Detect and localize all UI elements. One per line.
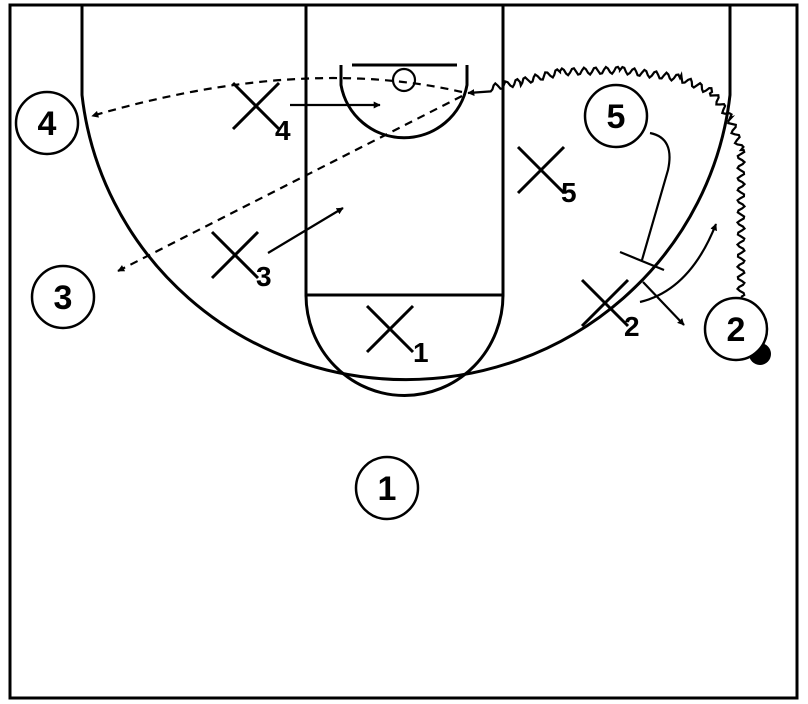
defender-3-move-arrow — [267, 207, 344, 254]
pass-line-to-4 — [91, 76, 463, 118]
offense-5: 5 — [583, 83, 649, 149]
screen-bar — [619, 250, 665, 272]
three-point-arc — [80, 5, 732, 382]
defender-2: 2 — [580, 278, 640, 342]
offense-5-circle — [583, 83, 649, 149]
defender-1-label: 1 — [413, 337, 429, 368]
defender-2-label: 2 — [624, 311, 640, 342]
offense-5-label: 5 — [607, 98, 626, 136]
offense-2: 2 — [703, 296, 769, 362]
offense-1: 1 — [354, 455, 420, 521]
defender-2-move-arrow-up — [639, 223, 718, 304]
defender-5: 5 — [516, 145, 577, 208]
defender-3-label: 3 — [256, 261, 272, 292]
offense-1-label: 1 — [378, 470, 397, 508]
offense-4-circle — [14, 90, 80, 156]
defender-1: 1 — [365, 304, 429, 368]
defender-4: 4 — [231, 81, 291, 146]
defender-3: 3 — [210, 230, 272, 292]
paint-lane — [304, 5, 505, 297]
offense-3-circle — [30, 264, 96, 330]
offense-3-label: 3 — [54, 279, 73, 317]
defender-5-label: 5 — [561, 177, 577, 208]
offense-4-label: 4 — [38, 105, 57, 143]
defender-2-move-arrow-down — [642, 281, 685, 326]
rim — [391, 67, 417, 93]
offense-2-label: 2 — [727, 311, 746, 349]
court-boundary — [8, 3, 799, 700]
screen-path-5 — [640, 131, 671, 261]
offense-3: 3 — [30, 264, 96, 330]
offense-4: 4 — [14, 90, 80, 156]
offense-1-circle — [354, 455, 420, 521]
free-throw-circle — [304, 294, 505, 398]
restricted-area-arc — [339, 65, 469, 140]
dribble-path — [467, 65, 747, 298]
offense-players: 1 2 3 4 5 — [14, 83, 769, 521]
offense-2-circle — [703, 296, 769, 362]
defender-4-label: 4 — [275, 115, 291, 146]
